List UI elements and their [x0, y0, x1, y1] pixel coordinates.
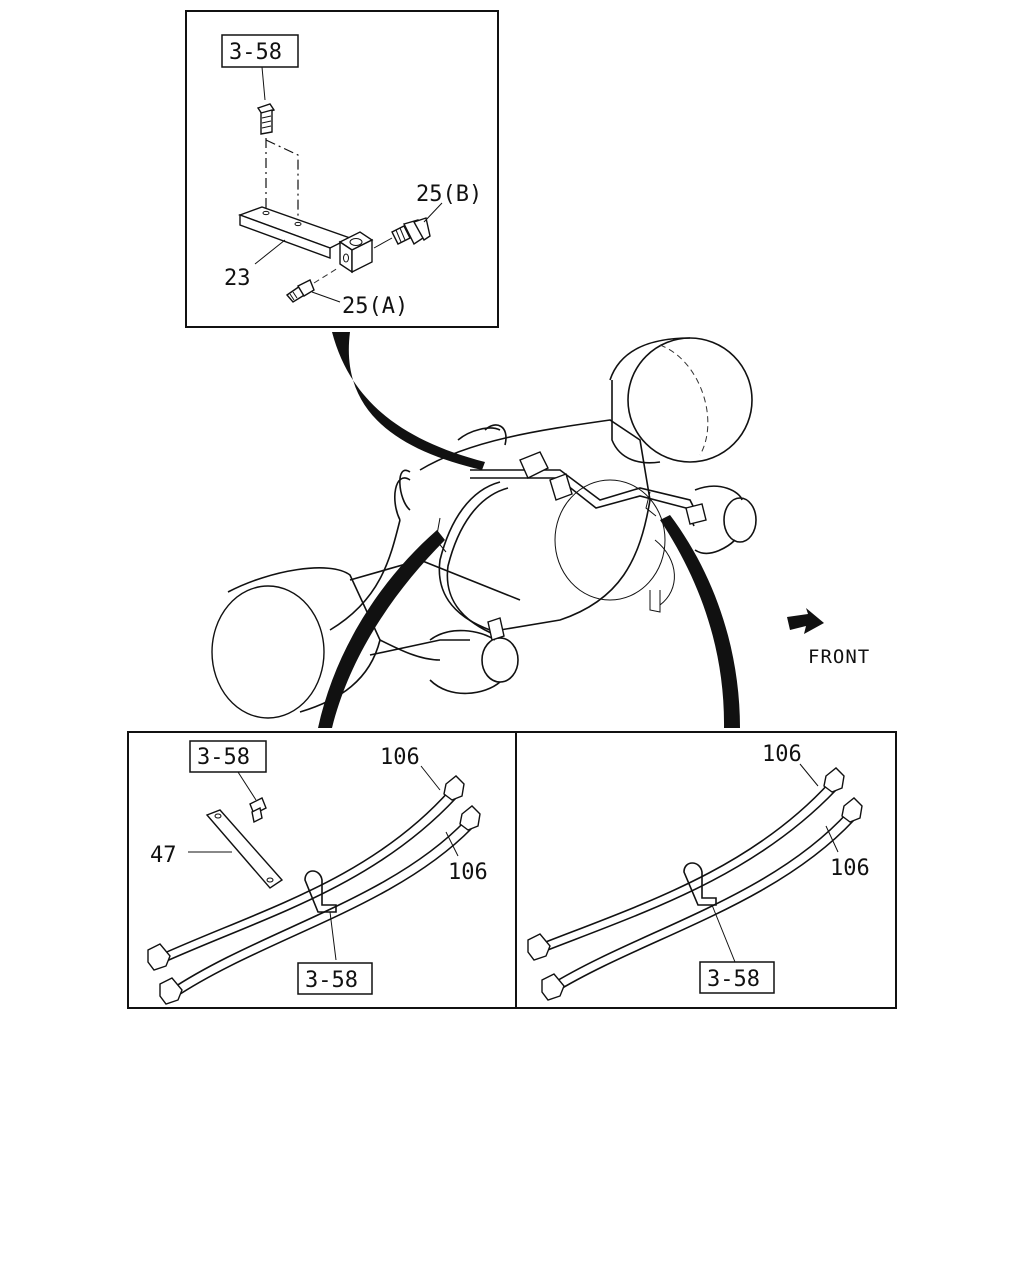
part-label-106-right-a[interactable]: 106 — [762, 742, 802, 767]
hose-nut-icon — [147, 775, 481, 1005]
part-label-25a[interactable]: 25(A) — [342, 294, 408, 319]
ref-box-left-bottom[interactable]: 3-58 — [297, 962, 373, 995]
right-panel-contents: 3-58 106 106 — [527, 742, 870, 1001]
junction-block-icon — [338, 231, 374, 274]
part-label-25b[interactable]: 25(B) — [416, 182, 482, 207]
ref-box-left-top[interactable]: 3-58 — [189, 740, 267, 773]
detail-panel-top: 3-58 — [185, 10, 499, 328]
ref-label-top: 3-58 — [229, 40, 282, 65]
ref-box-top[interactable]: 3-58 — [221, 34, 299, 68]
arrow-right-down-icon — [787, 608, 824, 634]
part-label-106-left-b[interactable]: 106 — [448, 860, 488, 885]
bracket-part-47[interactable] — [205, 809, 284, 889]
ref-label-right-bottom: 3-58 — [707, 967, 760, 992]
axle-assembly-illustration — [211, 337, 757, 719]
callout-leader-right — [660, 515, 740, 728]
fitting-25a-icon — [285, 279, 315, 303]
hose-clip-icon — [304, 870, 337, 913]
brake-pipe-routing — [435, 451, 707, 641]
part-label-47[interactable]: 47 — [150, 843, 177, 868]
detail-panel-bottom-left — [127, 731, 517, 1009]
callout-leader-left — [318, 530, 445, 728]
part-label-106-right-b[interactable]: 106 — [830, 856, 870, 881]
bolt-small-icon — [249, 797, 267, 815]
ref-label-left-bottom: 3-58 — [305, 968, 358, 993]
left-panel-contents: 3-58 47 3-58 106 1 — [147, 740, 488, 1005]
hose-nut-icon — [527, 767, 863, 1001]
callout-leader-top — [332, 332, 485, 470]
part-label-106-left-a[interactable]: 106 — [380, 745, 420, 770]
fitting-25b-icon — [391, 217, 431, 246]
front-direction-indicator: FRONT — [787, 608, 870, 668]
bracket-plate-part-23[interactable] — [237, 206, 352, 260]
front-label: FRONT — [808, 646, 870, 668]
bolt-icon — [256, 103, 276, 135]
ref-label-left-top: 3-58 — [197, 745, 250, 770]
ref-box-right-bottom[interactable]: 3-58 — [699, 961, 775, 994]
part-label-23[interactable]: 23 — [224, 266, 251, 291]
hose-clip-icon — [683, 862, 717, 906]
